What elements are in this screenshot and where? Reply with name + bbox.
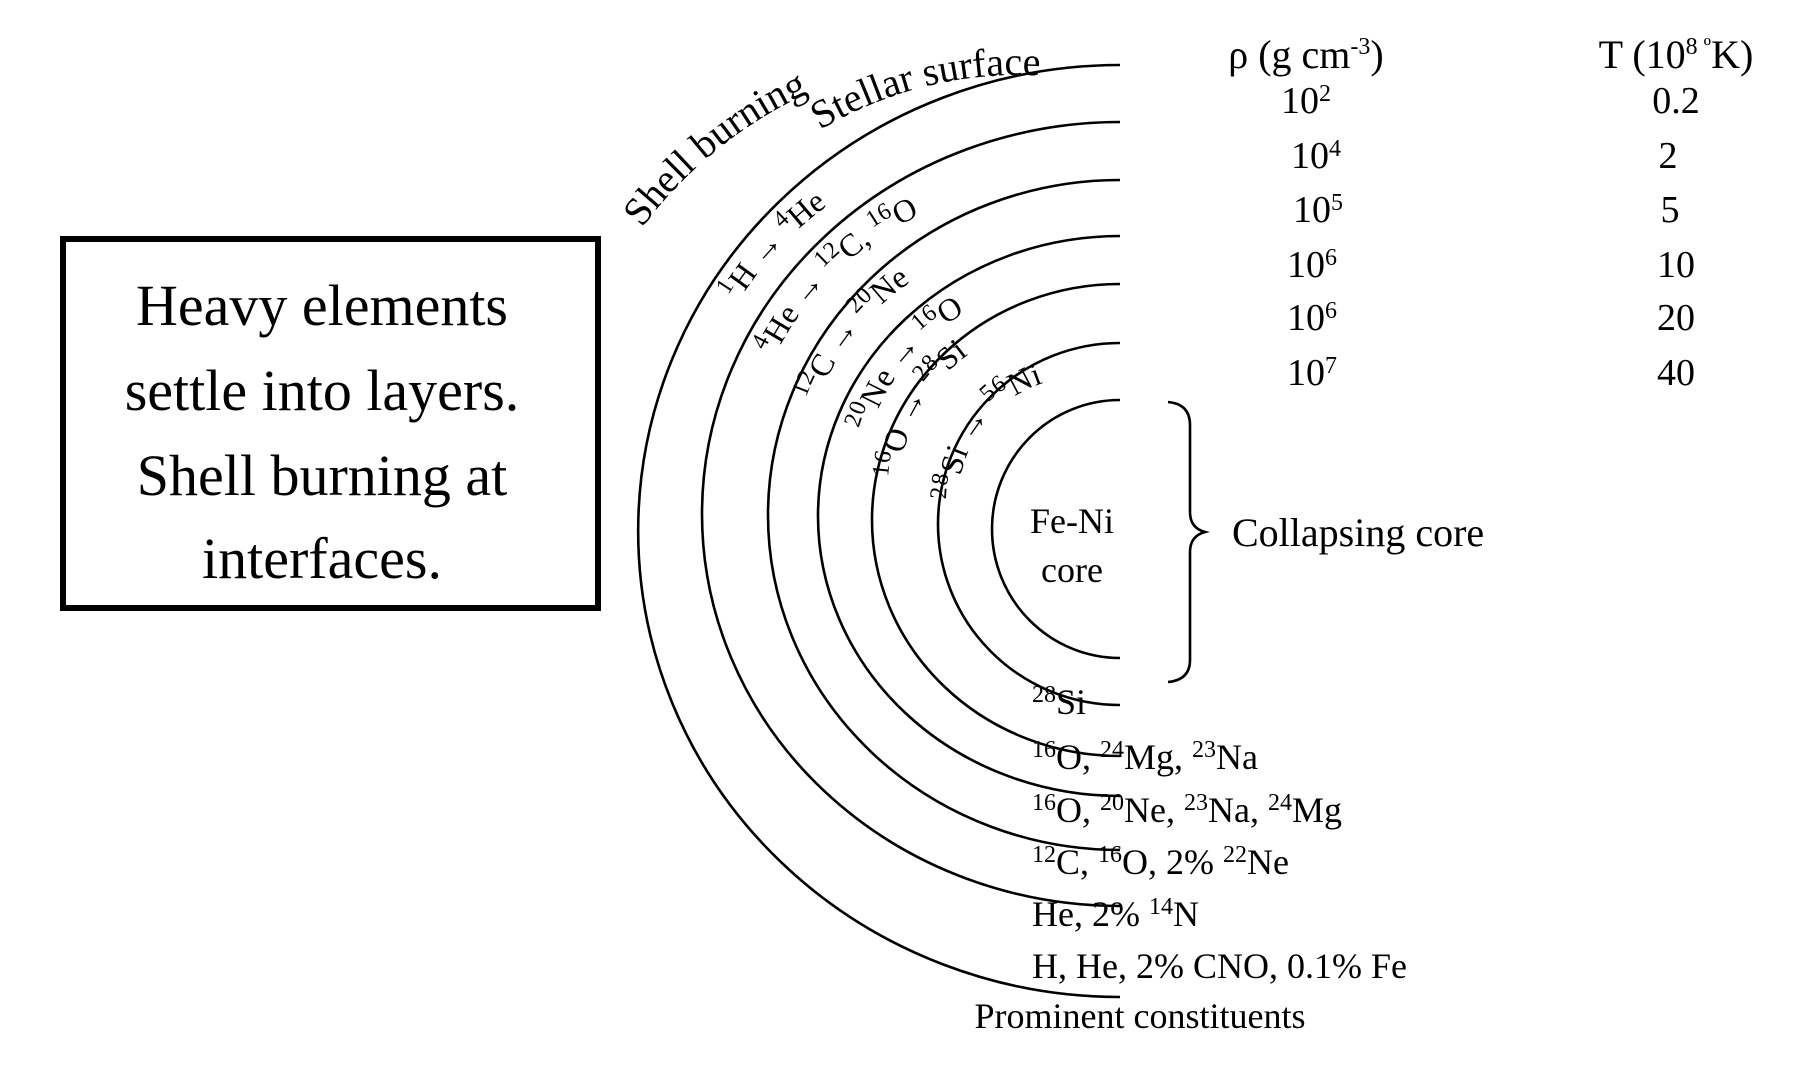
collapsing-core-label: Collapsing core bbox=[1232, 510, 1484, 555]
summary-line-4: interfaces. bbox=[202, 526, 442, 591]
layer-boundary-stellar-surface bbox=[636, 63, 1121, 999]
temperature-value-6: 40 bbox=[1657, 352, 1695, 394]
layer-boundary-4 bbox=[870, 282, 1121, 758]
layer-boundary-3 bbox=[816, 234, 1121, 798]
layer-boundary-5 bbox=[936, 341, 1121, 707]
summary-line-3: Shell burning at bbox=[137, 443, 508, 508]
summary-line-2: settle into layers. bbox=[125, 358, 520, 423]
density-value-5: 106 bbox=[1287, 297, 1337, 339]
constituent-row-3: 16O, 20Ne, 23Na, 24Mg bbox=[1032, 790, 1342, 830]
prominent-constituents-label: Prominent constituents bbox=[975, 996, 1306, 1036]
summary-box-border bbox=[60, 236, 601, 611]
constituent-row-5: He, 2% 14N bbox=[1032, 894, 1199, 934]
density-value-4: 106 bbox=[1287, 244, 1337, 286]
density-header: ρ (g cm-3) bbox=[1228, 32, 1383, 77]
summary-box: Heavy elements settle into layers. Shell… bbox=[60, 236, 601, 611]
core-label-line-1: Fe-Ni bbox=[1030, 501, 1114, 541]
density-value-2: 104 bbox=[1291, 135, 1341, 177]
stellar-layers bbox=[636, 63, 1121, 999]
density-value-1: 102 bbox=[1281, 80, 1331, 122]
stellar-surface-label: Stellar surface bbox=[802, 39, 1041, 138]
layer-boundary-1 bbox=[700, 120, 1121, 908]
constituent-row-4: 12C, 16O, 2% 22Ne bbox=[1032, 842, 1289, 882]
temperature-header: T (108 ºK) bbox=[1599, 32, 1754, 77]
layer-boundary-core bbox=[990, 398, 1121, 660]
constituent-row-1: 28Si bbox=[1032, 682, 1086, 722]
reaction-label-6: 28Si → 56Ni bbox=[926, 356, 1046, 500]
temperature-value-1: 0.2 bbox=[1652, 80, 1700, 122]
temperature-value-4: 10 bbox=[1657, 244, 1695, 286]
conditions-table: ρ (g cm-3) T (108 ºK) 102 0.2 104 2 105 5 106 1… bbox=[1228, 32, 1753, 394]
constituent-row-2: 16O, 24Mg, 23Na bbox=[1032, 737, 1258, 777]
summary-line-1: Heavy elements bbox=[136, 273, 508, 338]
constituent-row-6: H, He, 2% CNO, 0.1% Fe bbox=[1032, 946, 1407, 986]
core-label-line-2: core bbox=[1041, 550, 1103, 590]
temperature-value-2: 2 bbox=[1659, 135, 1678, 177]
collapsing-core-brace bbox=[1167, 400, 1211, 684]
temperature-value-3: 5 bbox=[1661, 189, 1680, 231]
temperature-value-5: 20 bbox=[1657, 297, 1695, 339]
density-value-6: 107 bbox=[1287, 352, 1337, 394]
constituents-list: 28Si 16O, 24Mg, 23Na 16O, 20Ne, 23Na, 24Mg… bbox=[1032, 682, 1407, 986]
layer-boundary-2 bbox=[766, 178, 1121, 852]
density-value-3: 105 bbox=[1293, 189, 1343, 231]
